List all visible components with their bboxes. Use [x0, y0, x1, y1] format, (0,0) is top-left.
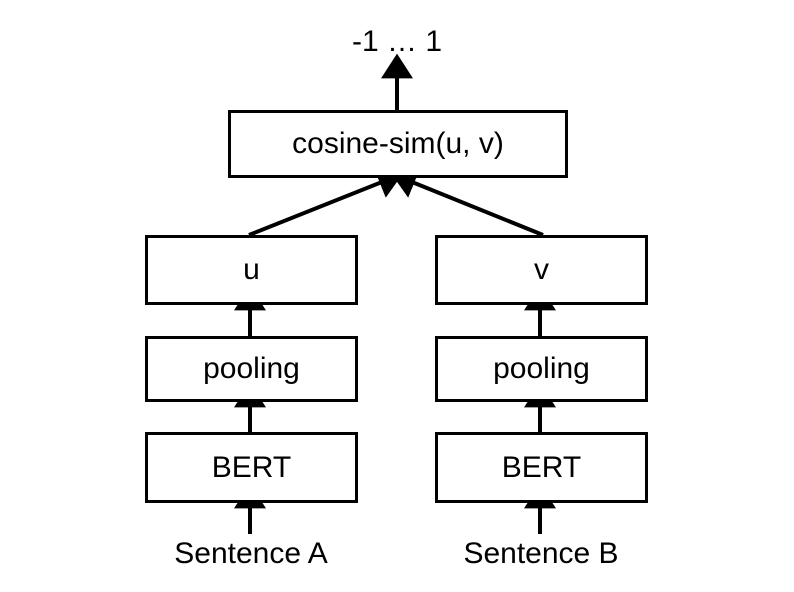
node-bert-left: BERT [145, 432, 358, 503]
node-pooling-left: pooling [145, 336, 358, 402]
node-bert-right: BERT [435, 432, 648, 503]
node-embedding-v: v [435, 235, 648, 305]
node-bert-right-label: BERT [501, 450, 582, 484]
node-bert-left-label: BERT [211, 450, 292, 484]
input-label-sentence-b: Sentence B [463, 537, 619, 570]
node-pooling-left-label: pooling [203, 352, 300, 385]
node-embedding-u: u [145, 235, 358, 305]
node-embedding-v-label: v [534, 253, 549, 286]
arrow-u-to-cosine [248, 168, 403, 237]
input-label-sentence-a: Sentence A [174, 537, 328, 570]
output-score-range-label: -1 … 1 [351, 25, 443, 58]
node-cosine-sim-label: cosine-sim(u, v) [292, 127, 504, 160]
node-pooling-right-label: pooling [493, 352, 590, 385]
node-pooling-right: pooling [435, 336, 648, 402]
arrow-v-to-cosine [391, 168, 544, 237]
node-embedding-u-label: u [243, 253, 260, 286]
node-cosine-sim: cosine-sim(u, v) [228, 110, 568, 178]
